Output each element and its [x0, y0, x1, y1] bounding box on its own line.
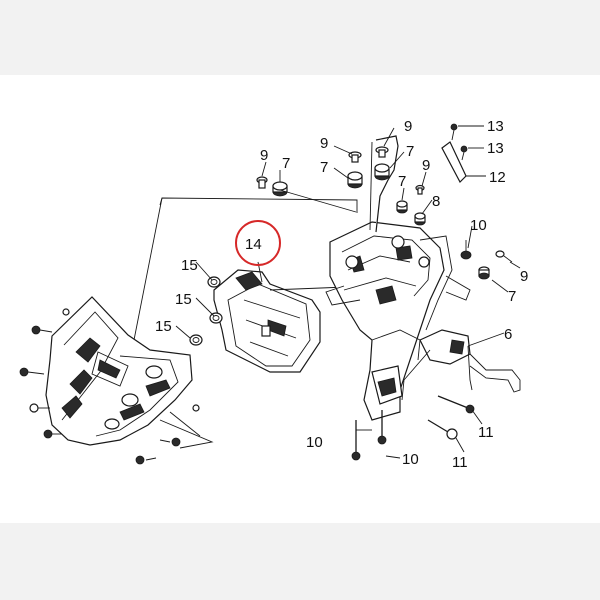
collar-7 — [478, 266, 490, 280]
frame-outline — [133, 197, 358, 341]
grommet-15 — [209, 312, 223, 324]
callout-8: 8 — [432, 193, 440, 210]
callout-13: 13 — [487, 118, 504, 135]
bolt-10 — [351, 420, 361, 461]
grommet-15 — [207, 276, 221, 288]
callout-9: 9 — [520, 268, 528, 285]
bolt — [29, 403, 50, 413]
callout-11: 11 — [478, 424, 494, 441]
callout-10: 10 — [306, 434, 323, 451]
bolt — [19, 367, 45, 377]
callout-7: 7 — [282, 155, 290, 172]
bolt-9 — [375, 146, 389, 158]
callout-6: 6 — [504, 326, 512, 343]
screw-13 — [450, 123, 458, 141]
bolt — [43, 429, 62, 439]
callout-15: 15 — [181, 257, 198, 274]
callout-7: 7 — [398, 173, 406, 190]
collar-7 — [347, 171, 363, 189]
exploded-parts-diagram: 9 9 9 9 9 7 7 7 7 7 8 13 13 12 10 10 10 … — [19, 118, 528, 471]
bolt-9 — [415, 184, 425, 195]
bolt-9 — [495, 250, 513, 263]
bolt-9 — [348, 151, 362, 163]
nut-10 — [460, 240, 472, 260]
diagram-sheet: 9 9 9 9 9 7 7 7 7 7 8 13 13 12 10 10 10 … — [0, 75, 600, 523]
callout-15: 15 — [175, 291, 192, 308]
callout-9: 9 — [260, 147, 268, 164]
headlight-stay-14 — [189, 261, 373, 373]
collar-7 — [396, 200, 408, 214]
bolt-9 — [256, 176, 268, 189]
nut-8 — [414, 212, 426, 226]
callout-12: 12 — [489, 169, 506, 186]
callout-7: 7 — [508, 288, 516, 305]
callout-9: 9 — [320, 135, 328, 152]
bolt-11 — [427, 419, 458, 440]
callout-14: 14 — [245, 236, 262, 253]
callout-7: 7 — [320, 159, 328, 176]
screw-13 — [460, 145, 468, 161]
bolt — [192, 404, 200, 412]
bolt-10 — [377, 410, 387, 445]
bolt-11 — [437, 395, 475, 414]
leader-lines — [175, 127, 521, 453]
main-bracket-assembly — [325, 123, 521, 421]
collar-7 — [374, 163, 390, 181]
callout-10: 10 — [470, 217, 487, 234]
bolt — [62, 308, 70, 316]
callout-labels: 9 9 9 9 9 7 7 7 7 7 8 13 13 12 10 10 10 … — [155, 118, 528, 471]
callout-13: 13 — [487, 140, 504, 157]
highlight-ring — [235, 220, 281, 266]
headlight-cowl-assembly — [19, 296, 214, 465]
bolt — [135, 455, 157, 465]
collar-7 — [272, 181, 288, 197]
callout-7: 7 — [406, 143, 414, 160]
callout-10: 10 — [402, 451, 419, 468]
grommet-15 — [189, 334, 203, 346]
callout-15: 15 — [155, 318, 172, 335]
callout-9: 9 — [404, 118, 412, 135]
bolt — [159, 437, 181, 447]
bolt — [31, 325, 53, 335]
callout-9: 9 — [422, 157, 430, 174]
hardware — [256, 146, 513, 461]
callout-11: 11 — [452, 454, 468, 471]
